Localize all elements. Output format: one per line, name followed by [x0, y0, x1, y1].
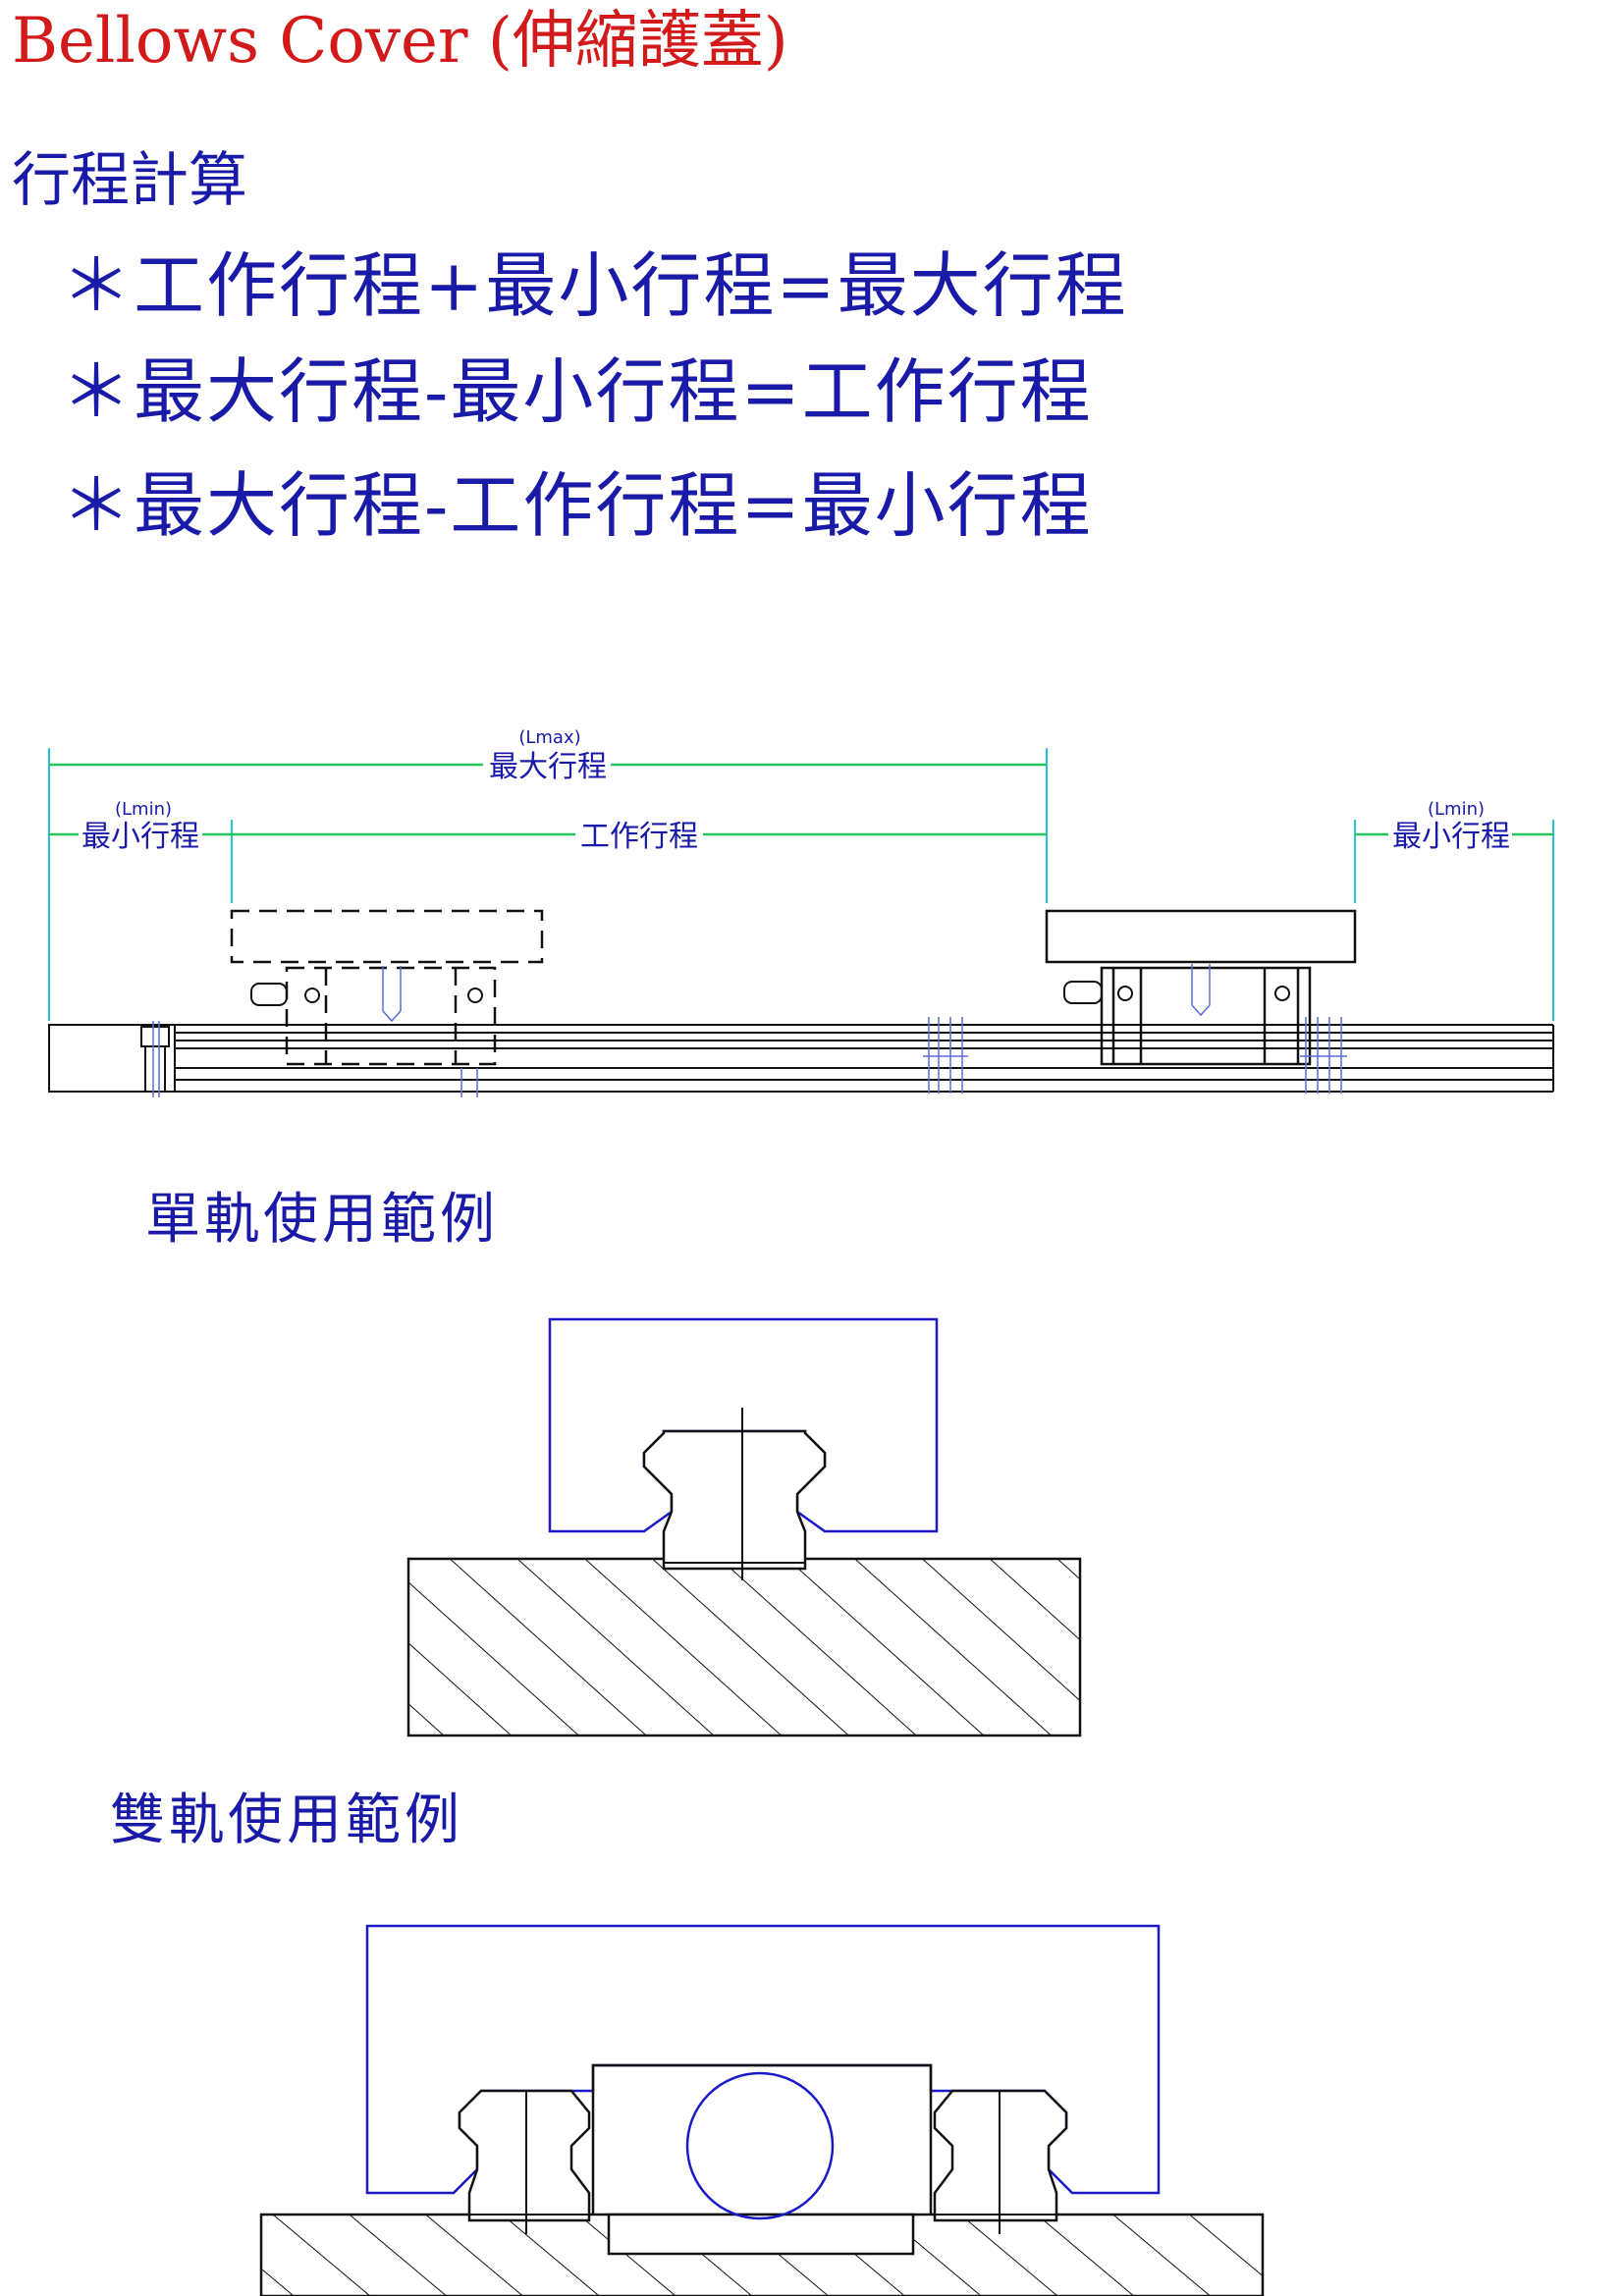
single-rail-base — [406, 1557, 1082, 1737]
left-rail-profile — [458, 2089, 591, 2222]
max-stroke-label: 最大行程 — [489, 750, 607, 784]
double-rail-base — [259, 2213, 1265, 2296]
max-stroke-sub: (Lmax) — [518, 727, 580, 748]
carriage-min-position — [230, 909, 544, 1066]
page-title: Bellows Cover (伸縮護蓋) — [12, 5, 788, 78]
carriage-max-position — [1045, 909, 1357, 1066]
formula-1: ＊工作行程+最小行程=最大行程 — [61, 244, 1128, 327]
double-rail-bracket — [591, 2063, 933, 2215]
min-stroke-right-sub: (Lmin) — [1428, 799, 1485, 820]
end-stop-bolt — [140, 1026, 170, 1092]
formula-3: ＊最大行程-工作行程=最小行程 — [61, 464, 1093, 547]
dimension-lines — [49, 763, 1553, 836]
single-rail-profile — [642, 1429, 827, 1571]
single-rail-caption: 單軌使用範例 — [145, 1188, 499, 1252]
stroke-diagram: (Lmax) 最大行程 (Lmin) 最小行程 工作行程 (Lmin) 最小行程 — [48, 727, 1554, 1097]
center-cylinder — [685, 2071, 835, 2220]
section-heading: 行程計算 — [12, 146, 247, 215]
min-stroke-left-sub: (Lmin) — [115, 799, 172, 820]
min-stroke-left-label: 最小行程 — [81, 820, 199, 854]
double-rail-caption: 雙軌使用範例 — [110, 1789, 463, 1852]
linear-rail — [48, 1024, 1554, 1093]
work-stroke-label: 工作行程 — [580, 820, 698, 854]
formula-2: ＊最大行程-最小行程=工作行程 — [61, 350, 1093, 433]
min-stroke-right-label: 最小行程 — [1392, 820, 1510, 854]
